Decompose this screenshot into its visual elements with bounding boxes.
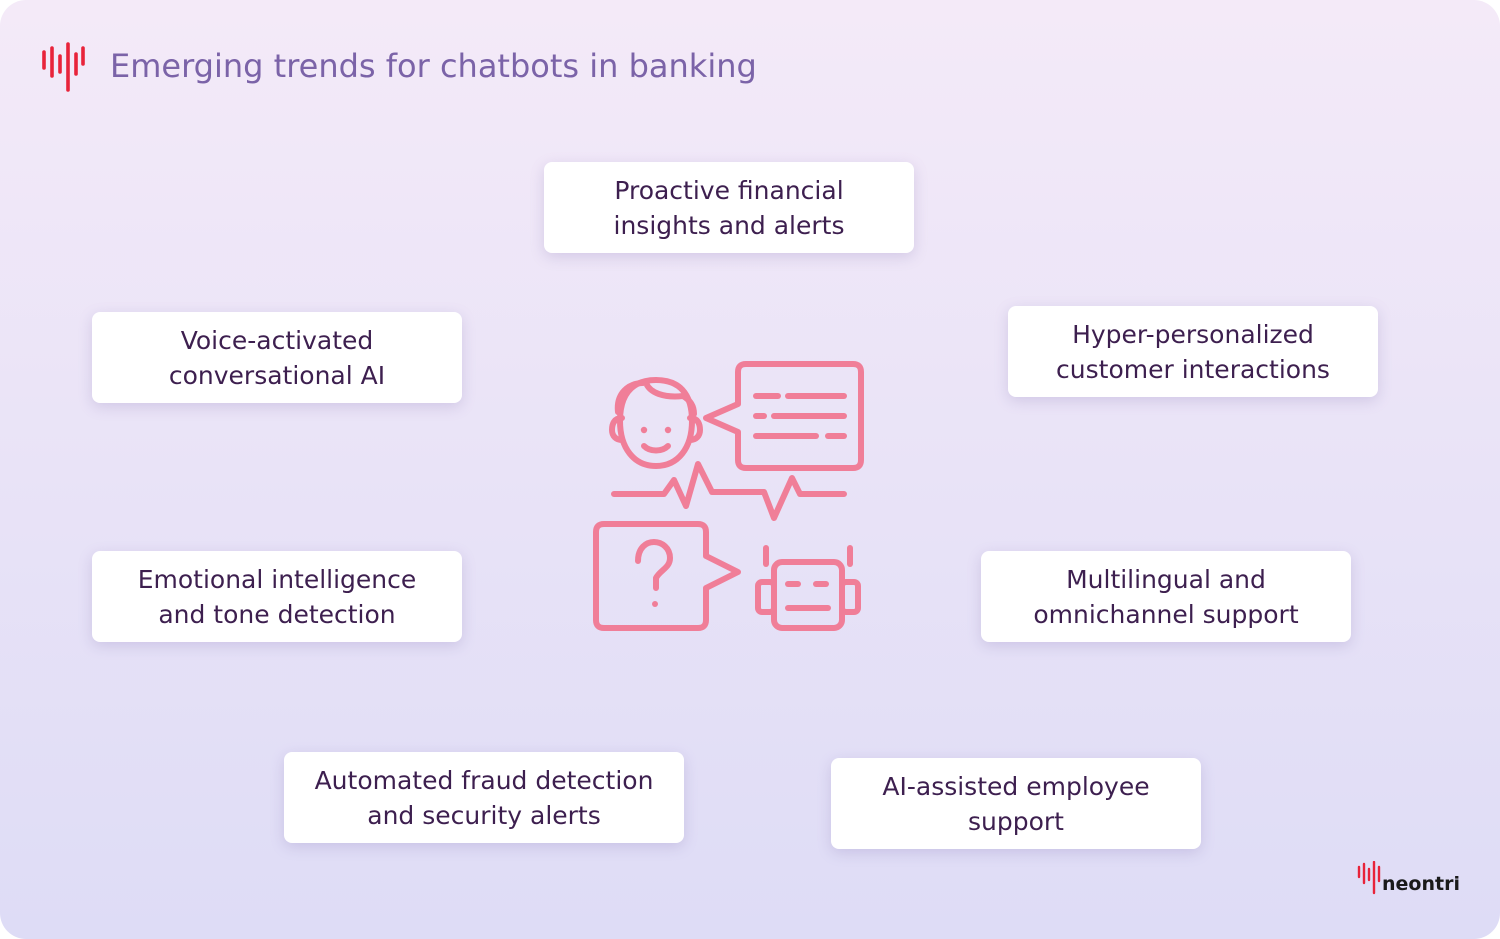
trend-card-fraud-detection: Automated fraud detection and security a… <box>284 752 684 843</box>
trend-label-line-2: omnichannel support <box>1033 599 1299 629</box>
brand-name: neontri <box>1382 873 1460 895</box>
trend-label-line-1: Voice-activated <box>180 325 374 355</box>
person-chatbot-conversation-icon <box>593 361 864 631</box>
trend-label-line-2: insights and alerts <box>613 210 845 240</box>
trend-label-line-2: and security alerts <box>367 800 601 830</box>
trend-card-multilingual: Multilingual and omnichannel support <box>981 551 1351 642</box>
trend-label-line-1: Emotional intelligence <box>137 564 417 594</box>
trend-card-hyper-personalized: Hyper-personalized customer interactions <box>1008 306 1378 397</box>
trend-label-line-1: AI-assisted employee <box>882 771 1150 801</box>
brand-logo: neontri <box>1356 861 1460 897</box>
trend-label-line-1: Multilingual and <box>1066 564 1266 594</box>
trend-label-line-1: Hyper-personalized <box>1072 319 1314 349</box>
neontri-logo-icon <box>42 42 85 92</box>
trend-card-proactive-insights: Proactive financial insights and alerts <box>544 162 914 253</box>
neontri-bars-icon <box>1357 861 1381 895</box>
page-title: Emerging trends for chatbots in banking <box>110 47 757 85</box>
trend-card-voice-ai: Voice-activated conversational AI <box>92 312 462 403</box>
trend-label-line-2: and tone detection <box>158 599 396 629</box>
trend-label-line-2: customer interactions <box>1056 354 1330 384</box>
trend-label-line-2: support <box>968 806 1064 836</box>
trend-label-line-1: Automated fraud detection <box>314 765 654 795</box>
trend-label-line-2: conversational AI <box>168 360 386 390</box>
trend-label-line-1: Proactive financial <box>614 175 844 205</box>
trend-card-employee-support: AI-assisted employee support <box>831 758 1201 849</box>
trend-card-emotional-intelligence: Emotional intelligence and tone detectio… <box>92 551 462 642</box>
